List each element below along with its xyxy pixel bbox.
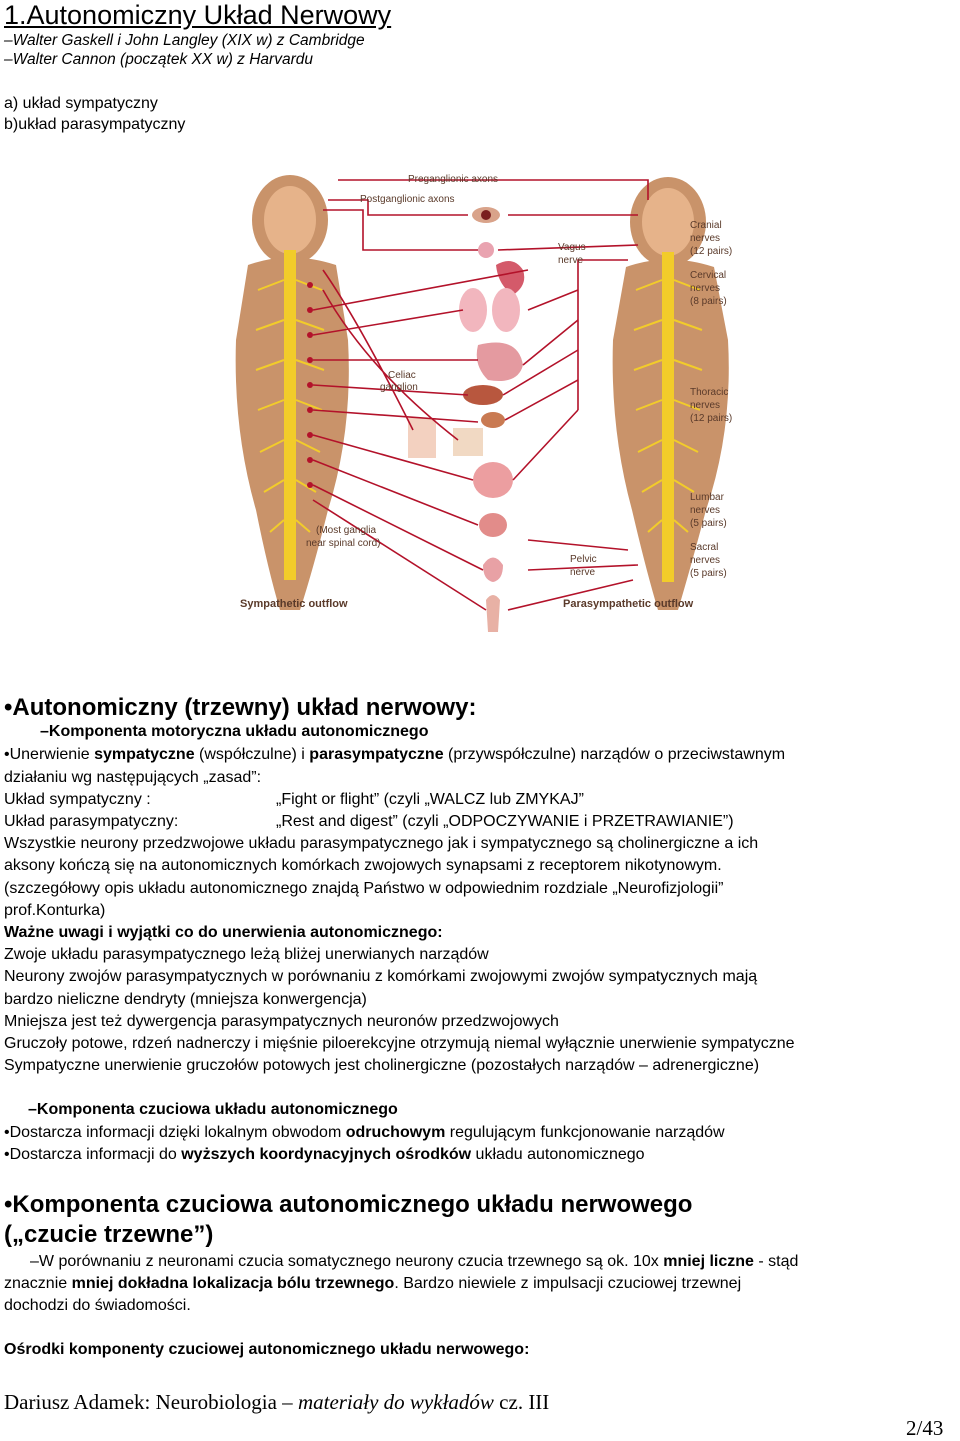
list-item: a) układ sympatyczny bbox=[4, 95, 158, 112]
thoracic-label: Thoracic bbox=[690, 387, 728, 398]
page-title: 1.Autonomiczny Układ Nerwowy bbox=[4, 0, 392, 30]
cranial-label: (12 pairs) bbox=[690, 246, 732, 257]
footer-author: Dariusz Adamek: Neurobiologia – materiał… bbox=[4, 1390, 550, 1414]
cranial-label: Cranial bbox=[690, 220, 722, 231]
vagus-label: Vagus bbox=[558, 242, 586, 253]
section-heading-visceral-sensation: („czucie trzewne”) bbox=[4, 1221, 214, 1248]
heart-icon bbox=[496, 261, 525, 295]
sacral-label: Sacral bbox=[690, 542, 718, 553]
autonomic-nervous-system-figure: Preganglionic axons Postganglionic axons… bbox=[228, 170, 738, 640]
stomach-icon bbox=[476, 342, 523, 381]
cervical-label: nerves bbox=[690, 283, 720, 294]
pelvic-label: nerve bbox=[570, 567, 595, 578]
fight-or-flight: „Fight or flight” (czyli „WALCZ lub ZMYK… bbox=[276, 791, 584, 808]
text-line: •Dostarcza informacji dzięki lokalnym ob… bbox=[4, 1124, 725, 1141]
cervical-label: Cervical bbox=[690, 270, 726, 281]
thoracic-label: (12 pairs) bbox=[690, 413, 732, 424]
parasympathetic-outflow-caption: Parasympathetic outflow bbox=[563, 598, 694, 610]
lumbar-label: Lumbar bbox=[690, 492, 725, 503]
text-line: dochodzi do świadomości. bbox=[4, 1297, 191, 1314]
subheading-sensory-component: –Komponenta czuciowa układu autonomiczne… bbox=[28, 1101, 398, 1118]
gland-icon bbox=[478, 242, 494, 258]
page-number: 2/43 bbox=[906, 1416, 944, 1440]
bladder-icon bbox=[483, 557, 503, 582]
thoracic-label: nerves bbox=[690, 400, 720, 411]
exceptions-heading: Ważne uwagi i wyjątki co do unerwienia a… bbox=[4, 924, 443, 941]
right-spinal-cord bbox=[662, 252, 674, 582]
celiac-label: ganglion bbox=[380, 382, 418, 393]
genital-icon bbox=[486, 595, 500, 632]
text-line: –W porównaniu z neuronami czucia somatyc… bbox=[30, 1253, 799, 1270]
subheading-motor-component: –Komponenta motoryczna układu autonomicz… bbox=[40, 723, 429, 740]
left-spinal-cord bbox=[284, 250, 296, 580]
text-line: (szczegółowy opis układu autonomicznego … bbox=[4, 880, 724, 897]
text-line: Sympatyczne unerwienie gruczołów potowyc… bbox=[4, 1057, 760, 1074]
kidney-icon bbox=[481, 412, 505, 428]
text-line: Wszystkie neurony przedzwojowe układu pa… bbox=[4, 835, 759, 852]
text-line: działaniu wg następujących „zasad”: bbox=[4, 769, 262, 786]
rest-and-digest: „Rest and digest” (czyli „ODPOCZYWANIE i… bbox=[276, 813, 734, 830]
ganglia-note: near spinal cord) bbox=[306, 538, 380, 549]
centers-heading: Ośrodki komponenty czuciowej autonomiczn… bbox=[4, 1341, 530, 1358]
text-line: •Dostarcza informacji do wyższych koordy… bbox=[4, 1146, 645, 1163]
liver-icon bbox=[463, 385, 503, 405]
history-line-1: –Walter Gaskell i John Langley (XIX w) z… bbox=[4, 32, 365, 49]
sacral-label: (5 pairs) bbox=[690, 568, 727, 579]
text-line: bardzo nieliczne dendryty (mniejsza konw… bbox=[4, 991, 367, 1008]
parasympathetic-label: Układ parasympatyczny: bbox=[4, 813, 179, 830]
history-line-2: –Walter Cannon (początek XX w) z Harvard… bbox=[4, 51, 313, 68]
text-line: Gruczoły potowe, rdzeń nadnerczy i mięśn… bbox=[4, 1035, 795, 1052]
text-line: znacznie mniej dokładna lokalizacja bólu… bbox=[4, 1275, 742, 1292]
section-heading-visceral-sensation: •Komponenta czuciowa autonomicznego ukła… bbox=[4, 1191, 693, 1218]
celiac-label: Celiac bbox=[388, 370, 416, 381]
text-line: Zwoje układu parasympatycznego leżą bliż… bbox=[4, 946, 489, 963]
list-item: b)układ parasympatyczny bbox=[4, 116, 186, 133]
text-line: prof.Konturka) bbox=[4, 902, 106, 919]
text-line: Neurony zwojów parasympatycznych w porów… bbox=[4, 968, 758, 985]
text-line: Mniejsza jest też dywergencja parasympat… bbox=[4, 1013, 559, 1030]
lumbar-label: (5 pairs) bbox=[690, 518, 727, 529]
ganglia-note: (Most ganglia bbox=[316, 525, 376, 536]
text-line: aksony kończą się na autonomicznych komó… bbox=[4, 857, 722, 874]
intestine-icon bbox=[473, 462, 513, 498]
lumbar-label: nerves bbox=[690, 505, 720, 516]
vagus-label: nerve bbox=[558, 255, 583, 266]
section-heading-autonomic: •Autonomiczny (trzewny) układ nerwowy: bbox=[4, 694, 477, 721]
organ-column bbox=[408, 207, 525, 632]
sympathetic-outflow-caption: Sympathetic outflow bbox=[240, 598, 348, 610]
lung-icon bbox=[459, 288, 487, 332]
cranial-label: nerves bbox=[690, 233, 720, 244]
postganglionic-label: Postganglionic axons bbox=[360, 194, 455, 205]
pelvic-label: Pelvic bbox=[570, 554, 597, 565]
skin-inset-icon bbox=[408, 418, 436, 458]
sacral-label: nerves bbox=[690, 555, 720, 566]
cervical-label: (8 pairs) bbox=[690, 296, 727, 307]
sympathetic-label: Układ sympatyczny : bbox=[4, 791, 151, 808]
preganglionic-label: Preganglionic axons bbox=[408, 174, 498, 185]
text-line: •Unerwienie sympatyczne (współczulne) i … bbox=[4, 746, 786, 763]
